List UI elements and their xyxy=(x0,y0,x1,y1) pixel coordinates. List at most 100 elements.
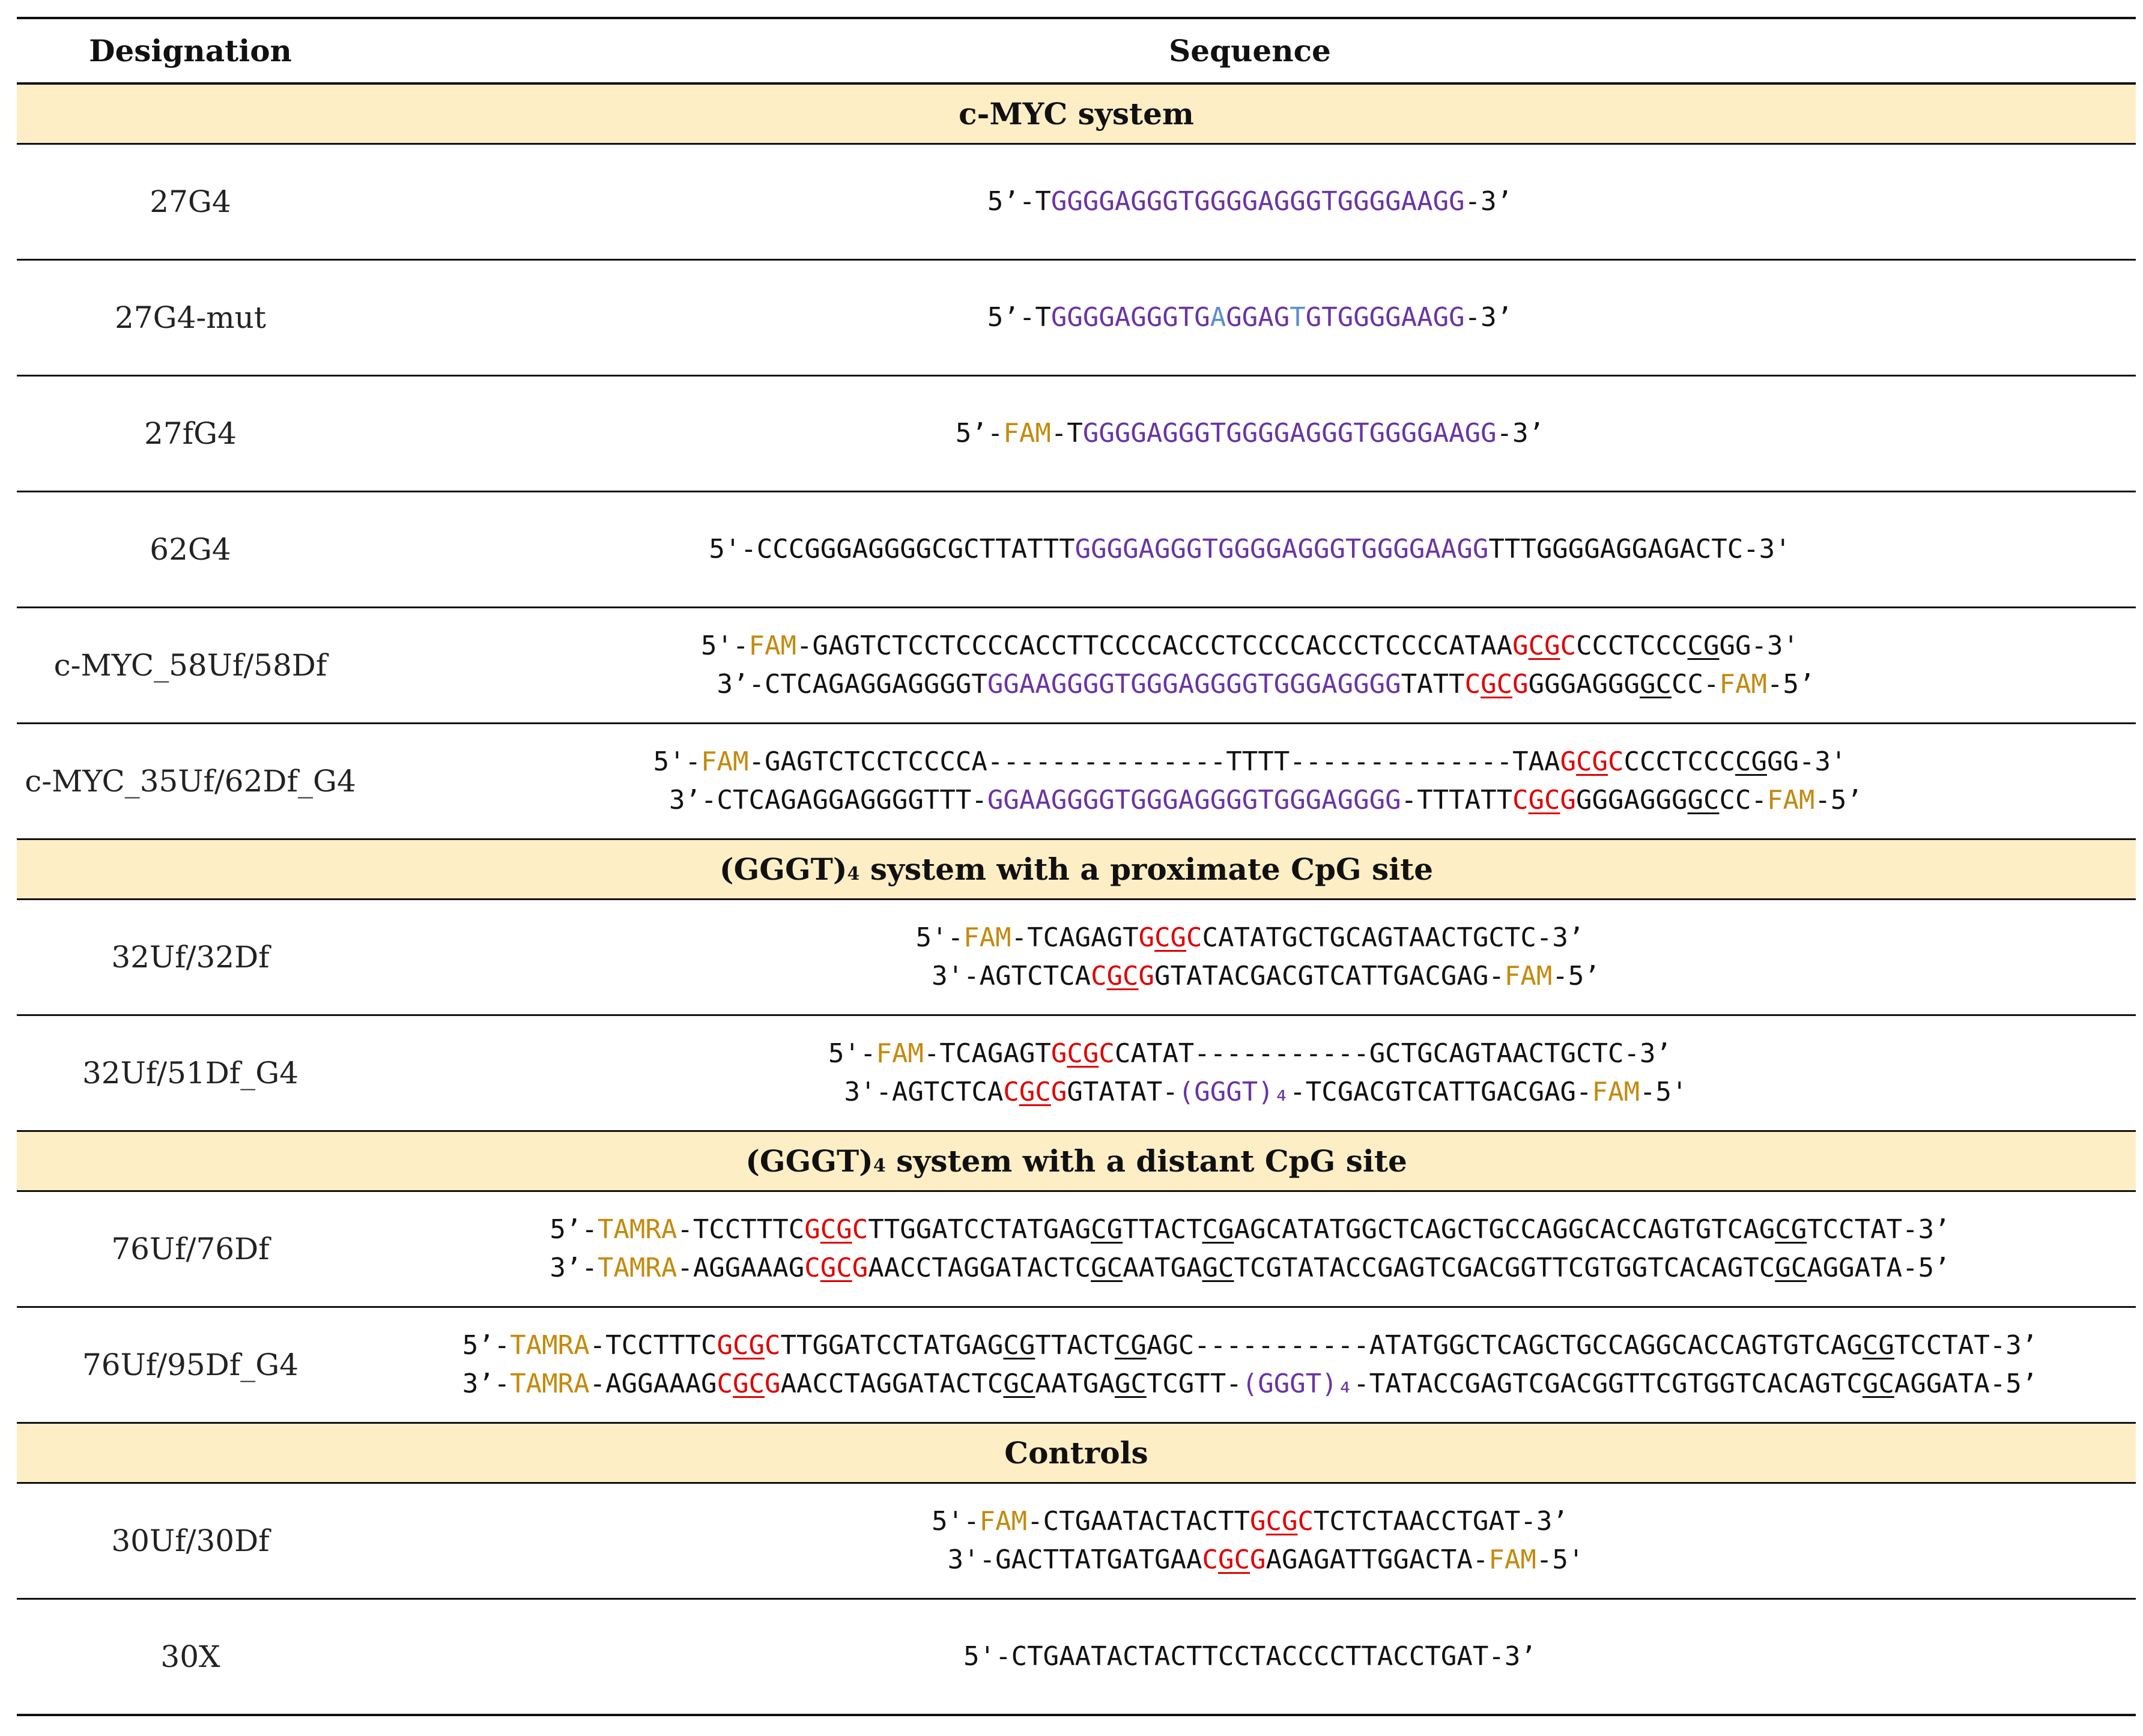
sequence-segment: C xyxy=(1186,922,1202,953)
sequence-segment: FAM xyxy=(1003,418,1051,449)
sequence-segment: GG-3' xyxy=(1766,746,1847,777)
sequence-segment: AATGA xyxy=(1123,1253,1202,1283)
sequence-segment: GC xyxy=(1218,1544,1250,1575)
sequence-segment: GGAG xyxy=(1226,302,1290,333)
sequence-segment: GTATACGACGTCATTGACGAG- xyxy=(1154,961,1505,991)
sequence-line: 5'-CCCGGGAGGGGCGCTTATTTGGGGAGGGTGGGGAGGG… xyxy=(364,530,2136,569)
designation-cell: c-MYC_58Uf/58Df xyxy=(17,607,364,724)
sequence-segment: C xyxy=(1099,1038,1115,1069)
sequence-segment: G xyxy=(1138,961,1155,991)
sequence-segment: A xyxy=(1210,302,1226,333)
sequence-segment: C xyxy=(852,1214,868,1245)
sequence-segment: GC xyxy=(1003,1369,1035,1399)
sequence-segment: GC xyxy=(1775,1253,1807,1283)
sequence-segment: CATATGCTGCAGTAACTGCTC-3’ xyxy=(1202,922,1584,953)
sequence-segment: CG xyxy=(1775,1214,1807,1245)
sequence-segment: GC xyxy=(1862,1369,1894,1399)
sequence-cell: 5’-TGGGGAGGGTGAGGAGTGTGGGGAAGG-3’ xyxy=(364,259,2136,377)
sequence-segment: GGGAGGG xyxy=(1528,669,1640,700)
sequence-segment: G xyxy=(1560,746,1577,777)
sequence-segment: (GGGT)₄ xyxy=(1178,1077,1290,1107)
sequence-segment: GC xyxy=(1640,669,1672,700)
sequence-line: 3'-AGTCTCACGCGGTATACGACGTCATTGACGAG-FAM-… xyxy=(364,957,2136,996)
sequence-segment: GG-3' xyxy=(1719,631,1799,661)
sequence-segment: TAMRA xyxy=(510,1330,590,1361)
sequence-segment: G xyxy=(1249,1544,1266,1575)
sequence-segment: C xyxy=(1464,669,1481,700)
sequence-line: 3’-TAMRA-AGGAAAGCGCGAACCTAGGATACTCGCAATG… xyxy=(364,1249,2136,1287)
sequence-segment: 5'- xyxy=(701,631,749,661)
sequence-segment: CG xyxy=(820,1214,852,1245)
sequence-segment: 5'-CCCGGGAGGGGCGCTTATTT xyxy=(709,534,1075,564)
sequence-segment: GC xyxy=(1019,1077,1051,1107)
sequence-segment: TAMRA xyxy=(597,1253,677,1283)
sequence-segment: 3’- xyxy=(462,1369,511,1399)
sequence-segment: GC xyxy=(1114,1369,1147,1399)
sequence-segment: G xyxy=(1050,1077,1067,1107)
sequence-segment: -5' xyxy=(1640,1077,1688,1107)
designation-cell: 32Uf/51Df_G4 xyxy=(17,1015,364,1132)
table-header-row: Designation Sequence xyxy=(17,17,2136,85)
sequence-segment: C xyxy=(1202,1544,1219,1575)
sequence-segment: -TCGACGTCATTGACGAG- xyxy=(1290,1077,1592,1107)
sequence-cell: 5'-FAM-CTGAATACTACTTGCGCTCTCTAACCTGAT-3’… xyxy=(364,1483,2136,1600)
sequence-segment: GC xyxy=(1106,961,1139,991)
sequence-segment: CG xyxy=(1202,1214,1234,1245)
sequence-line: 5’-TAMRA-TCCTTTCGCGCTTGGATCCTATGAGCGTTAC… xyxy=(364,1211,2136,1249)
sequence-segment: GGGAGGG xyxy=(1576,785,1688,815)
sequence-segment: GGGGAGGGTGGGGAGGGTGGGGAAGG xyxy=(1050,186,1465,217)
sequence-segment: 5'-CTGAATACTACTTCCTACCCCTTACCTGAT-3’ xyxy=(963,1641,1536,1672)
sequence-segment: 5’-T xyxy=(987,302,1051,333)
sequence-segment: C xyxy=(1512,785,1529,815)
sequence-segment: -TCAGAGT xyxy=(1011,922,1139,953)
sequence-segment: AGGATA-5’ xyxy=(1807,1253,1950,1283)
sequence-segment: 3’-CTCAGAGGAGGGGTTT- xyxy=(637,785,987,815)
sequence-line: 5'-FAM-CTGAATACTACTTGCGCTCTCTAACCTGAT-3’ xyxy=(364,1502,2136,1541)
section-title-part: system with a proximate CpG site xyxy=(859,851,1434,887)
section-title-part: (GGGT) xyxy=(745,1143,873,1179)
designation-cell: 27G4 xyxy=(17,144,364,261)
sequence-segment: GC xyxy=(1202,1253,1234,1283)
sequence-segment: G xyxy=(852,1253,868,1283)
sequence-line: 5’-TAMRA-TCCTTTCGCGCTTGGATCCTATGAGCGTTAC… xyxy=(364,1326,2136,1365)
sequence-segment: -5’ xyxy=(1552,961,1600,991)
designation-cell: 32Uf/32Df xyxy=(17,899,364,1016)
designation-cell: 76Uf/76Df xyxy=(17,1191,364,1308)
sequence-segment: -AGGAAAG xyxy=(589,1369,717,1399)
sequence-segment: -3’ xyxy=(1496,418,1545,449)
sequence-segment: T xyxy=(1290,302,1306,333)
sequence-segment: -5’ xyxy=(1814,785,1863,815)
section-header-row: (GGGT)4 system with a distant CpG site xyxy=(17,1131,2136,1192)
sequence-cell: 5’-TAMRA-TCCTTTCGCGCTTGGATCCTATGAGCGTTAC… xyxy=(364,1191,2136,1308)
sequence-segment: FAM xyxy=(876,1038,924,1069)
sequence-segment: CG xyxy=(1003,1330,1035,1361)
sequence-segment: G xyxy=(804,1214,820,1245)
sequence-segment: FAM xyxy=(1592,1077,1640,1107)
sequence-segment: AGCATATGGCTCAGCTGCCAGGCACCAGTGTCAG xyxy=(1234,1214,1775,1245)
sequence-segment: TTGGATCCTATGAG xyxy=(780,1330,1004,1361)
sequence-segment: GGAAGGGGTGGGAGGGGTGGGAGGGG xyxy=(987,669,1401,700)
section-title-part: c-MYC system xyxy=(959,96,1194,132)
section-title-part: (GGGT) xyxy=(719,851,847,887)
sequence-segment: C xyxy=(1003,1077,1019,1107)
sequence-line: 5'-FAM-TCAGAGTGCGCCATAT-----------GCTGCA… xyxy=(364,1035,2136,1073)
sequence-segment: -5' xyxy=(1536,1544,1584,1575)
sequence-segment: CATAT-----------GCTGCAGTAACTGCTC-3’ xyxy=(1114,1038,1672,1069)
sequence-segment: GC xyxy=(820,1253,852,1283)
sequence-segment: C xyxy=(804,1253,820,1283)
sequence-segment: TTTGGGGAGGAGACTC-3' xyxy=(1488,534,1791,564)
sequence-segment: AACCTAGGATACTC xyxy=(780,1369,1004,1399)
sequence-cell: 5'-FAM-GAGTCTCCTCCCCA---------------TTTT… xyxy=(364,723,2136,840)
sequence-segment: C xyxy=(1560,631,1577,661)
sequence-segment: GC xyxy=(1091,1253,1123,1283)
sequence-segment: FAM xyxy=(1719,669,1767,700)
sequence-segment: 5’-T xyxy=(987,186,1051,217)
sequence-segment: -GAGTCTCCTCCCCA---------------TTTT------… xyxy=(748,746,1560,777)
